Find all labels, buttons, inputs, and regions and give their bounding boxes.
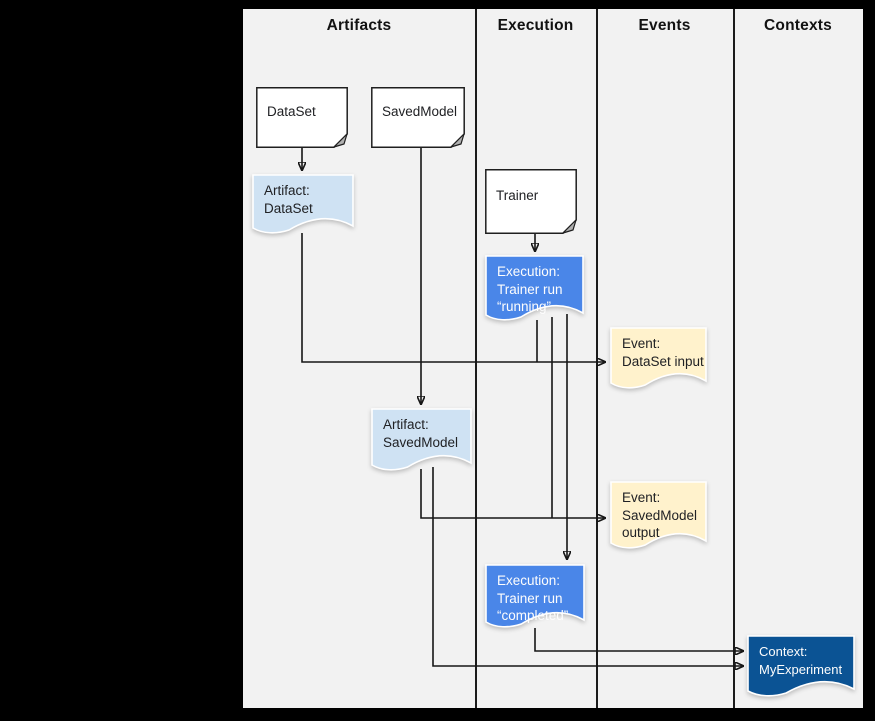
label-line: Event: xyxy=(622,336,661,351)
trainer-doc-label: Trainer xyxy=(485,169,577,234)
event-savedmodel-output-node: Event: SavedModel output xyxy=(610,481,707,550)
column-divider-2 xyxy=(596,9,598,708)
dataset-doc-label: DataSet xyxy=(256,87,348,148)
label-line: DataSet input xyxy=(622,353,704,369)
column-header-execution: Execution xyxy=(497,17,574,34)
execution-completed-label: Execution: Trainer run “completed” xyxy=(486,565,584,629)
label-line: Artifact: xyxy=(264,183,310,198)
artifact-dataset-label: Artifact: DataSet xyxy=(253,175,353,235)
label-line: SavedModel xyxy=(383,434,459,450)
label-line: “running” xyxy=(497,299,552,314)
column-divider-3 xyxy=(733,9,735,708)
context-myexperiment-label: Context: MyExperiment xyxy=(748,636,854,698)
event-savedmodel-output-label: Event: SavedModel output xyxy=(611,482,706,550)
label-line: Trainer run xyxy=(497,281,563,297)
artifact-dataset-node: Artifact: DataSet xyxy=(252,174,354,235)
trainer-doc-node: Trainer xyxy=(485,169,577,234)
label-line: Event: xyxy=(622,490,661,505)
execution-running-label: Execution: Trainer run “running” xyxy=(486,256,583,322)
event-dataset-input-label: Event: DataSet input xyxy=(611,328,706,390)
label-line: output xyxy=(622,525,660,540)
artifact-savedmodel-node: Artifact: SavedModel xyxy=(371,408,472,472)
column-divider-1 xyxy=(475,9,477,708)
label-line: Trainer xyxy=(496,187,539,203)
context-myexperiment-node: Context: MyExperiment xyxy=(747,635,855,698)
label-line: DataSet xyxy=(267,103,316,119)
label-line: Execution: xyxy=(497,264,561,279)
dataset-doc-node: DataSet xyxy=(256,87,348,148)
label-line: Artifact: xyxy=(383,417,429,432)
column-header-events: Events xyxy=(638,17,691,34)
artifact-savedmodel-label: Artifact: SavedModel xyxy=(372,409,471,472)
savedmodel-doc-node: SavedModel xyxy=(371,87,465,148)
execution-completed-node: Execution: Trainer run “completed” xyxy=(485,564,585,629)
label-line: DataSet xyxy=(264,200,313,216)
label-line: Context: xyxy=(759,644,808,659)
column-header-artifacts: Artifacts xyxy=(326,17,392,34)
label-line: “completed” xyxy=(497,608,569,623)
label-line: SavedModel xyxy=(382,103,458,119)
label-line: MyExperiment xyxy=(759,661,843,677)
label-line: SavedModel xyxy=(622,507,698,523)
savedmodel-doc-label: SavedModel xyxy=(371,87,465,148)
label-line: Trainer run xyxy=(497,590,563,606)
column-header-contexts: Contexts xyxy=(764,17,832,34)
execution-running-node: Execution: Trainer run “running” xyxy=(485,255,584,322)
event-dataset-input-node: Event: DataSet input xyxy=(610,327,707,390)
label-line: Execution: xyxy=(497,573,561,588)
